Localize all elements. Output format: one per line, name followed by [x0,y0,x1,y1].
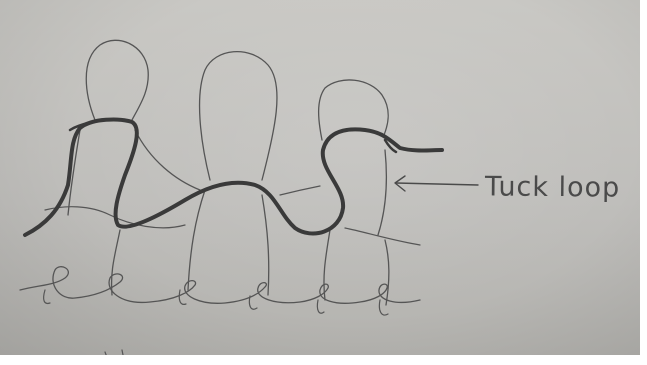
loop-leg-4 [385,240,389,305]
loop-head-1 [86,40,148,120]
bold-yarn-overlap [70,120,396,152]
bottom-tail-4 [317,300,324,313]
loop-leg-3b [378,150,386,235]
bottom-tail-3 [249,296,257,309]
tuck-loop-label: Tuck loop [485,171,621,203]
bottom-course-thread [20,267,420,304]
thin-thread-right [345,228,420,245]
loop-leg-2a [188,190,205,290]
bold-yarn-path [25,120,442,235]
frame-right-border [640,0,647,365]
annotation-arrow-line [396,183,478,185]
loop-head-2 [200,52,277,180]
loop-leg-2b [262,195,269,295]
frame-bottom-border [0,355,647,365]
loop-leg-1b [135,130,200,190]
bottom-tail-1 [44,290,50,303]
